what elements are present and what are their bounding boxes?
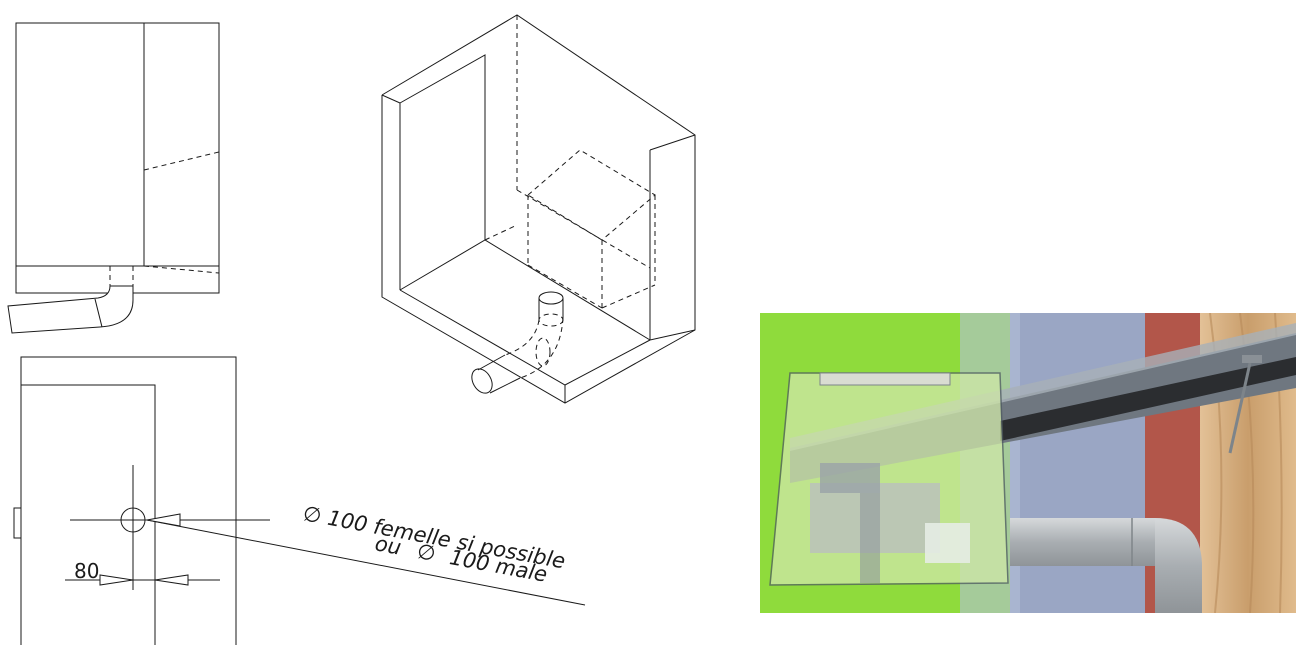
note-line-2-prefix: ou <box>373 531 403 559</box>
diameter-note: ∅ 100 femelle si possible ou ∅ 100 male <box>301 501 567 586</box>
diameter-symbol-2: ∅ <box>415 539 437 566</box>
hood-glass <box>769 372 1009 586</box>
diameter-symbol: ∅ <box>301 501 323 528</box>
exhaust-pipe <box>1010 518 1155 566</box>
dimension-80-label: 80 <box>74 559 99 583</box>
wall-blue <box>1010 313 1145 613</box>
installation-render <box>760 313 1296 613</box>
isometric-view <box>381 14 696 404</box>
side-view <box>7 22 220 334</box>
plan-view: 80 <box>13 356 586 645</box>
